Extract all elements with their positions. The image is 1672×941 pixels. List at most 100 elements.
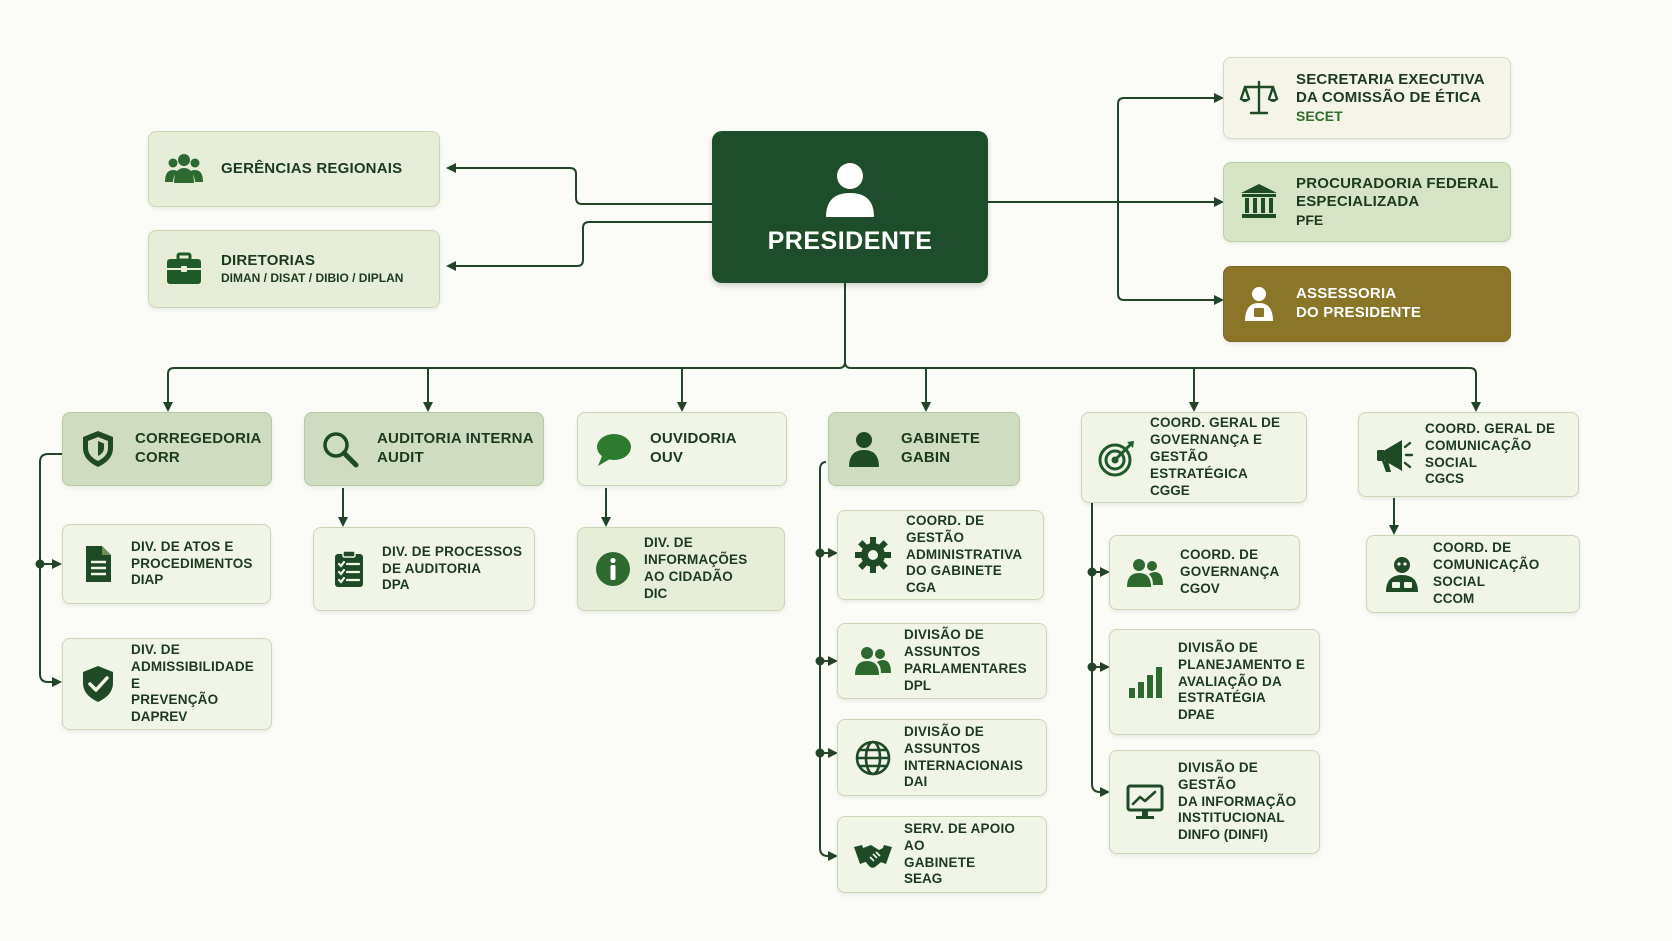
dic-line2: AO CIDADÃO (644, 569, 733, 584)
monitor-chart-icon (1122, 779, 1168, 825)
dpl-line1: DIVISÃO DE ASSUNTOS (904, 627, 985, 660)
dpl-abbr: DPL (904, 677, 931, 693)
cga-line1: COORD. DE GESTÃO (906, 512, 985, 545)
ouv-line1: OUVIDORIA (650, 430, 737, 448)
cgge-line2: GOVERNANÇA E GESTÃO (1150, 432, 1263, 465)
seag-line1: SERV. DE APOIO AO (904, 820, 1016, 853)
dpl-line2: PARLAMENTARES (904, 661, 1027, 676)
dinfo-line3: INSTITUCIONAL (1178, 810, 1285, 826)
ouv-box[interactable]: OUVIDORIA OUV (577, 412, 787, 486)
checklist-icon (326, 546, 372, 592)
ccom-line1: COORD. DE (1433, 540, 1512, 556)
dinfo-box[interactable]: DIVISÃO DE GESTÃO DA INFORMAÇÃO INSTITUC… (1109, 750, 1320, 854)
dpl-box[interactable]: DIVISÃO DE ASSUNTOS PARLAMENTARES DPL (837, 623, 1047, 699)
corr-box[interactable]: CORREGEDORIA CORR (62, 412, 272, 486)
presenter-icon (1379, 551, 1425, 597)
people-group-icon (161, 146, 207, 192)
cga-line3: DO GABINETE (906, 563, 1002, 579)
dpa-abbr: DPA (382, 577, 410, 593)
briefcase-icon (161, 246, 207, 292)
dpae-line4: ESTRATÉGIA (1178, 690, 1267, 706)
assessoria-box[interactable]: ASSESSORIA DO PRESIDENTE (1223, 266, 1511, 342)
pfe-abbr: PFE (1296, 212, 1324, 228)
cgov-abbr: CGOV (1180, 580, 1220, 596)
dinfo-line2: DA INFORMAÇÃO (1178, 793, 1297, 809)
dai-abbr: DAI (904, 774, 928, 790)
cgcs-line1: COORD. GERAL DE (1425, 420, 1556, 436)
diretorias-subtitle: DIMAN / DISAT / DIBIO / DIPLAN (221, 270, 404, 285)
globe-icon (850, 735, 896, 781)
daprev-line2: ADMISSIBILIDADE E (131, 658, 255, 691)
daprev-abbr: DAPREV (131, 709, 188, 725)
document-icon (75, 541, 121, 587)
people-icon (1122, 550, 1168, 596)
cgov-line1: COORD. DE (1180, 547, 1259, 563)
cgge-line3: ESTRATÉGICA (1150, 465, 1248, 481)
dic-abbr: DIC (644, 585, 668, 601)
info-icon (590, 546, 636, 592)
dinfo-line1: DIVISÃO DE GESTÃO (1178, 759, 1259, 792)
diretorias-box[interactable]: DIRETORIAS DIMAN / DISAT / DIBIO / DIPLA… (148, 230, 440, 308)
ouv-line2: OUV (650, 449, 684, 466)
dpae-line2: PLANEJAMENTO E (1178, 656, 1306, 672)
assessoria-line2: DO PRESIDENTE (1296, 304, 1422, 321)
gear-icon (850, 532, 896, 578)
cgcs-line2: COMUNICAÇÃO SOCIAL (1425, 437, 1532, 470)
pfe-line1: PROCURADORIA FEDERAL (1296, 174, 1499, 192)
diap-box[interactable]: DIV. DE ATOS E PROCEDIMENTOS DIAP (62, 524, 271, 604)
person-icon (841, 426, 887, 472)
cgge-box[interactable]: COORD. GERAL DE GOVERNANÇA E GESTÃO ESTR… (1081, 412, 1307, 503)
audit-box[interactable]: AUDITORIA INTERNA AUDIT (304, 412, 544, 486)
cgov-line2: GOVERNANÇA (1180, 564, 1280, 580)
cgcs-abbr: CGCS (1425, 471, 1465, 487)
daprev-box[interactable]: DIV. DE ADMISSIBILIDADE E PREVENÇÃO DAPR… (62, 638, 272, 730)
pfe-line2: ESPECIALIZADA (1296, 193, 1420, 211)
dpa-line2: DE AUDITORIA (382, 560, 482, 576)
dpae-box[interactable]: DIVISÃO DE PLANEJAMENTO E AVALIAÇÃO DA E… (1109, 629, 1320, 735)
president-title: PRESIDENTE (767, 226, 933, 255)
dpa-box[interactable]: DIV. DE PROCESSOS DE AUDITORIA DPA (313, 527, 535, 611)
diap-line2: PROCEDIMENTOS (131, 555, 253, 571)
president-box[interactable]: PRESIDENTE (712, 131, 988, 283)
seag-abbr: SEAG (904, 871, 943, 887)
cgov-box[interactable]: COORD. DE GOVERNANÇA CGOV (1109, 535, 1300, 610)
seag-box[interactable]: SERV. DE APOIO AO GABINETE SEAG (837, 816, 1047, 893)
cga-abbr: CGA (906, 580, 936, 596)
daprev-line3: PREVENÇÃO (131, 692, 219, 708)
dinfo-abbr: DINFO (DINFI) (1178, 827, 1268, 843)
diap-line1: DIV. DE ATOS E (131, 538, 234, 554)
ccom-line2: COMUNICAÇÃO SOCIAL (1433, 557, 1540, 589)
dai-box[interactable]: DIVISÃO DE ASSUNTOS INTERNACIONAIS DAI (837, 719, 1047, 796)
speech-bubble-icon (590, 426, 636, 472)
advisor-icon (1236, 281, 1282, 327)
cga-line2: ADMINISTRATIVA (906, 546, 1023, 562)
assessoria-line1: ASSESSORIA (1296, 285, 1397, 303)
pfe-box[interactable]: PROCURADORIA FEDERAL ESPECIALIZADA PFE (1223, 162, 1511, 242)
secet-box[interactable]: SECRETARIA EXECUTIVA DA COMISSÃO DE ÉTIC… (1223, 57, 1511, 139)
megaphone-icon (1371, 432, 1417, 478)
cgge-line1: COORD. GERAL DE (1150, 415, 1281, 431)
ccom-box[interactable]: COORD. DE COMUNICAÇÃO SOCIAL CCOM (1366, 535, 1580, 613)
gabin-line2: GABIN (901, 449, 951, 466)
secet-abbr: SECET (1296, 108, 1343, 124)
ccom-abbr: CCOM (1433, 590, 1475, 606)
handshake-icon (850, 832, 896, 878)
shield-icon (75, 426, 121, 472)
secet-line1: SECRETARIA EXECUTIVA (1296, 70, 1485, 88)
cgge-abbr: CGGE (1150, 482, 1190, 498)
corr-line2: CORR (135, 449, 180, 466)
corr-line1: CORREGEDORIA (135, 430, 262, 448)
diretorias-title: DIRETORIAS (221, 252, 316, 270)
cgcs-box[interactable]: COORD. GERAL DE COMUNICAÇÃO SOCIAL CGCS (1358, 412, 1579, 497)
institution-icon (1236, 179, 1282, 225)
diap-abbr: DIAP (131, 572, 164, 588)
cga-box[interactable]: COORD. DE GESTÃO ADMINISTRATIVA DO GABIN… (837, 510, 1044, 600)
gerencias-regionais-box[interactable]: GERÊNCIAS REGIONAIS (148, 131, 440, 207)
dic-box[interactable]: DIV. DE INFORMAÇÕES AO CIDADÃO DIC (577, 527, 785, 611)
gerencias-title: GERÊNCIAS REGIONAIS (221, 159, 403, 177)
gabin-box[interactable]: GABINETE GABIN (828, 412, 1020, 486)
dpae-line3: AVALIAÇÃO DA (1178, 673, 1282, 689)
gabin-line1: GABINETE (901, 430, 981, 448)
dpae-line1: DIVISÃO DE (1178, 639, 1259, 655)
person-icon (826, 162, 874, 217)
